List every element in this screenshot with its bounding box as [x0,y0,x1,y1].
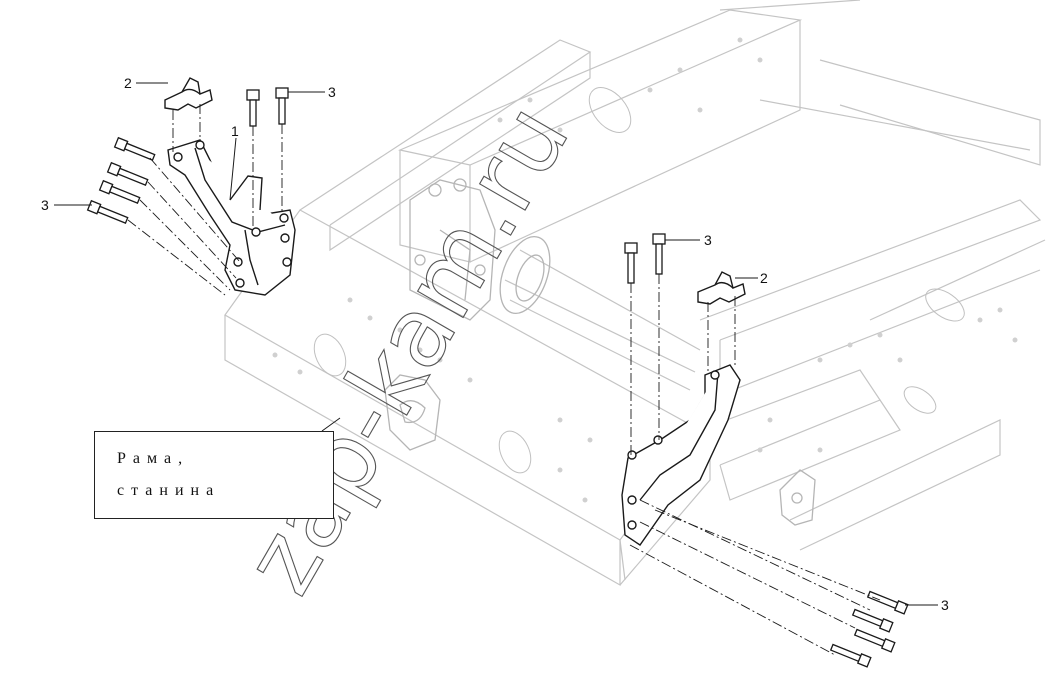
callout-3-left: 3 [41,197,49,213]
left-support-bracket [167,139,296,296]
caption-line-1: Рама, [117,450,190,467]
bolt-vertical-left-1 [246,89,260,127]
bolt-vertical-left-2 [275,87,289,125]
callout-1: 1 [231,123,239,139]
callout-leaders [54,82,938,606]
caption-box: Рама, станина [94,431,334,519]
caption-line-2: станина [117,482,221,499]
right-support-bracket [621,364,741,546]
bolts-horizontal-right [829,590,909,668]
right-clamp [697,271,746,305]
callout-3-bottom: 3 [941,597,949,613]
center-spring-bracket [409,178,551,321]
rear-bracket-ghost [779,469,816,526]
left-clamp [164,77,213,111]
watermark: zap-kam.ru [223,86,591,611]
assembly-lines [127,104,881,656]
bolts-horizontal-left [86,136,156,224]
tow-hook-bracket [384,374,441,451]
callout-3-mid: 3 [704,232,712,248]
callout-2-left: 2 [124,75,132,91]
callout-2-right: 2 [760,270,768,286]
bolt-vertical-right-1 [624,242,638,284]
bolt-vertical-right-2 [652,233,666,275]
callout-3-top: 3 [328,84,336,100]
frame-holes [272,37,1018,503]
